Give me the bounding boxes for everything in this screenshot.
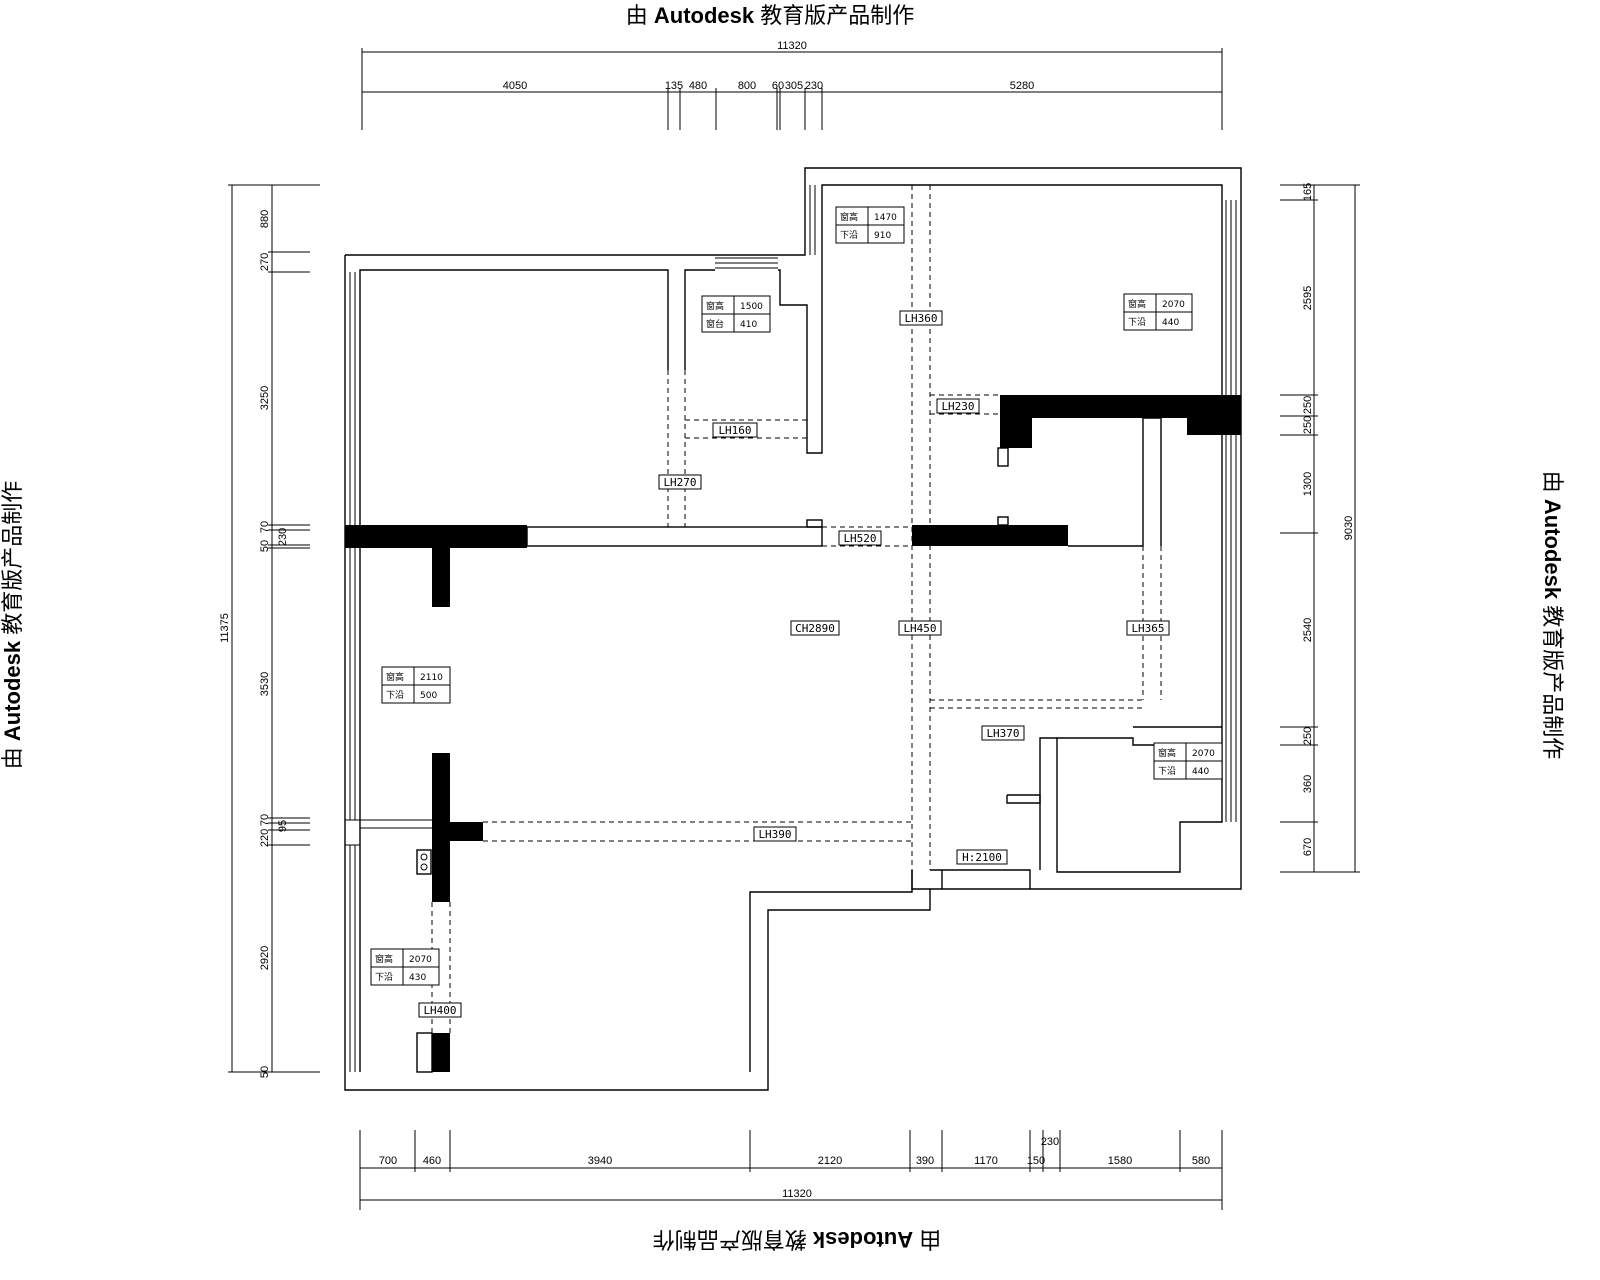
svg-text:9030: 9030 bbox=[1343, 516, 1355, 540]
dimension-top: 11320 4050 135 480 800 60 305 230 5280 bbox=[361, 40, 1223, 130]
svg-text:2120: 2120 bbox=[818, 1155, 842, 1167]
svg-text:窗高: 窗高 bbox=[1158, 747, 1176, 759]
structural-columns bbox=[345, 395, 1241, 1072]
svg-text:440: 440 bbox=[1192, 767, 1209, 777]
window-tag: 窗高 2070 下沿 430 bbox=[370, 948, 440, 986]
watermark-bottom: 由 Autodesk 教育版产品制作 bbox=[653, 1227, 942, 1252]
svg-text:500: 500 bbox=[420, 691, 437, 701]
svg-text:2920: 2920 bbox=[259, 946, 271, 970]
svg-text:下沿: 下沿 bbox=[840, 230, 858, 241]
svg-text:50: 50 bbox=[259, 1066, 271, 1078]
svg-text:305: 305 bbox=[785, 80, 803, 92]
svg-text:360: 360 bbox=[1302, 775, 1314, 793]
svg-text:3940: 3940 bbox=[588, 1155, 612, 1167]
svg-text:2070: 2070 bbox=[1162, 300, 1185, 310]
svg-text:700: 700 bbox=[379, 1155, 397, 1167]
svg-text:1500: 1500 bbox=[740, 302, 763, 312]
window-tag: 窗高 1470 下沿 910 bbox=[835, 206, 905, 244]
window-tag: 窗高 2110 下沿 500 bbox=[381, 666, 451, 704]
svg-text:910: 910 bbox=[874, 231, 891, 241]
svg-text:250: 250 bbox=[1302, 396, 1314, 414]
svg-text:11320: 11320 bbox=[777, 40, 807, 52]
svg-text:1170: 1170 bbox=[974, 1155, 998, 1167]
svg-text:95: 95 bbox=[277, 820, 289, 832]
svg-text:580: 580 bbox=[1192, 1155, 1210, 1167]
watermark-top: 由 Autodesk 教育版产品制作 bbox=[626, 3, 915, 28]
svg-text:1470: 1470 bbox=[874, 213, 897, 223]
svg-text:窗高: 窗高 bbox=[706, 300, 724, 312]
svg-text:LH360: LH360 bbox=[904, 312, 937, 325]
svg-text:窗台: 窗台 bbox=[706, 318, 724, 330]
svg-text:410: 410 bbox=[740, 320, 757, 330]
svg-text:270: 270 bbox=[259, 253, 271, 271]
svg-text:230: 230 bbox=[805, 80, 823, 92]
svg-text:1580: 1580 bbox=[1108, 1155, 1132, 1167]
svg-text:70: 70 bbox=[259, 814, 271, 826]
svg-text:下沿: 下沿 bbox=[375, 972, 393, 983]
svg-text:LH400: LH400 bbox=[423, 1004, 456, 1017]
svg-text:窗高: 窗高 bbox=[375, 953, 393, 965]
svg-text:250: 250 bbox=[1302, 416, 1314, 434]
svg-text:2540: 2540 bbox=[1302, 618, 1314, 642]
dimension-right: 165 2595 250 250 1300 2540 250 360 670 9… bbox=[1280, 183, 1360, 873]
svg-text:220: 220 bbox=[259, 829, 271, 847]
window-tag: 窗高 1500 窗台 410 bbox=[701, 295, 771, 333]
svg-text:165: 165 bbox=[1302, 183, 1314, 201]
svg-text:LH160: LH160 bbox=[718, 424, 751, 437]
svg-text:LH520: LH520 bbox=[843, 532, 876, 545]
ceiling-lines bbox=[431, 185, 1162, 1033]
svg-text:70: 70 bbox=[259, 521, 271, 533]
svg-text:LH370: LH370 bbox=[986, 727, 1019, 740]
svg-text:480: 480 bbox=[689, 80, 707, 92]
appliance-icon bbox=[416, 849, 432, 875]
svg-text:135: 135 bbox=[665, 80, 683, 92]
svg-text:800: 800 bbox=[738, 80, 756, 92]
svg-text:下沿: 下沿 bbox=[1158, 766, 1176, 777]
height-labels: LH360 LH230 LH160 LH270 LH520 CH2890 LH4… bbox=[418, 310, 1170, 1018]
svg-text:2070: 2070 bbox=[1192, 749, 1215, 759]
svg-text:50: 50 bbox=[259, 540, 271, 552]
svg-text:窗高: 窗高 bbox=[386, 671, 404, 683]
svg-text:430: 430 bbox=[409, 973, 426, 983]
svg-text:440: 440 bbox=[1162, 318, 1179, 328]
svg-text:230: 230 bbox=[1041, 1136, 1059, 1148]
svg-text:窗高: 窗高 bbox=[840, 211, 858, 223]
svg-text:LH230: LH230 bbox=[941, 400, 974, 413]
svg-text:60: 60 bbox=[772, 80, 784, 92]
svg-text:5280: 5280 bbox=[1010, 80, 1034, 92]
svg-text:H:2100: H:2100 bbox=[962, 851, 1002, 864]
window-tag: 窗高 2070 下沿 440 bbox=[1123, 293, 1193, 331]
svg-text:460: 460 bbox=[423, 1155, 441, 1167]
svg-text:390: 390 bbox=[916, 1155, 934, 1167]
svg-text:LH270: LH270 bbox=[663, 476, 696, 489]
dimension-bottom: 700 460 3940 2120 390 1170 150 230 1580 … bbox=[359, 1130, 1223, 1210]
svg-text:250: 250 bbox=[1302, 727, 1314, 745]
svg-text:LH450: LH450 bbox=[903, 622, 936, 635]
svg-text:11320: 11320 bbox=[782, 1188, 812, 1200]
svg-text:下沿: 下沿 bbox=[386, 690, 404, 701]
svg-text:880: 880 bbox=[259, 210, 271, 228]
svg-text:2595: 2595 bbox=[1302, 286, 1314, 310]
svg-text:4050: 4050 bbox=[503, 80, 527, 92]
svg-text:11375: 11375 bbox=[219, 613, 231, 643]
svg-text:150: 150 bbox=[1027, 1155, 1045, 1167]
svg-text:2070: 2070 bbox=[409, 955, 432, 965]
svg-text:670: 670 bbox=[1302, 838, 1314, 856]
svg-text:LH390: LH390 bbox=[758, 828, 791, 841]
svg-text:窗高: 窗高 bbox=[1128, 298, 1146, 310]
watermark-right: 由 Autodesk 教育版产品制作 bbox=[1540, 471, 1565, 760]
svg-text:230: 230 bbox=[277, 528, 289, 546]
svg-text:LH365: LH365 bbox=[1131, 622, 1164, 635]
svg-text:下沿: 下沿 bbox=[1128, 317, 1146, 328]
svg-text:3250: 3250 bbox=[259, 386, 271, 410]
watermark-left: 由 Autodesk 教育版产品制作 bbox=[0, 481, 25, 770]
window-tag: 窗高 2070 下沿 440 bbox=[1153, 742, 1223, 780]
svg-text:CH2890: CH2890 bbox=[795, 622, 835, 635]
svg-text:1300: 1300 bbox=[1302, 472, 1314, 496]
svg-text:2110: 2110 bbox=[420, 673, 443, 683]
svg-text:3530: 3530 bbox=[259, 672, 271, 696]
dimension-left: 880 270 3250 70 230 50 3530 70 95 220 29… bbox=[219, 184, 320, 1078]
